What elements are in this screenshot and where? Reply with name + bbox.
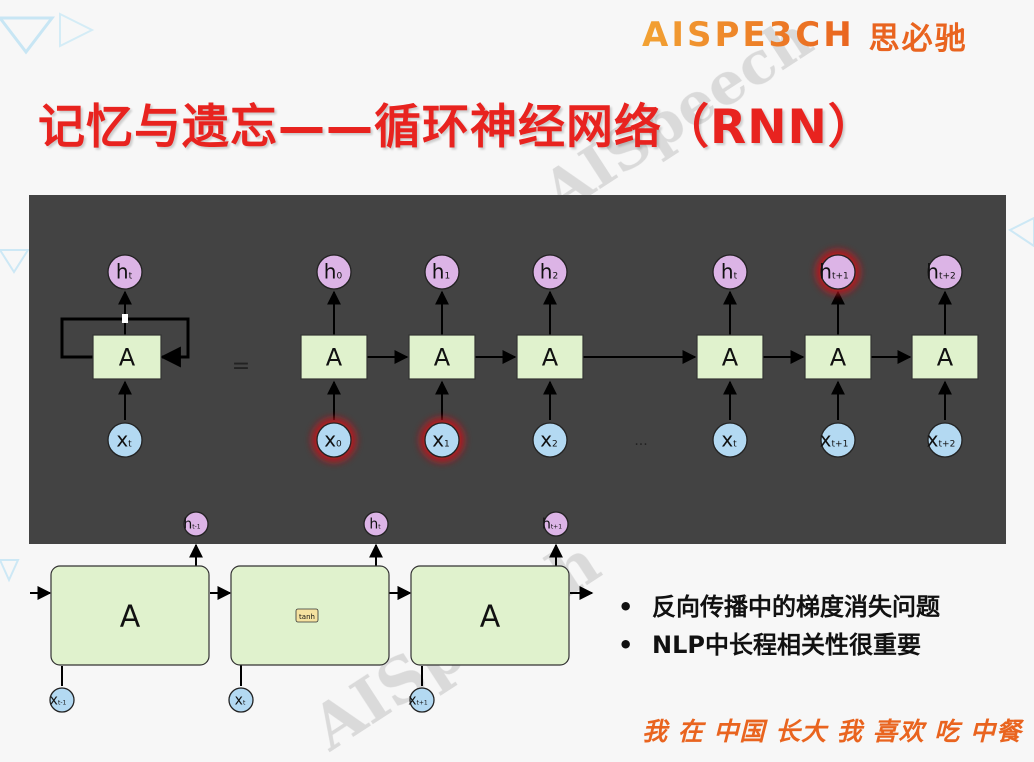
bullet-list: • 反向传播中的梯度消失问题 • NLP中长程相关性很重要 (618, 588, 940, 664)
input-node (316, 422, 352, 458)
hidden-state-node (532, 254, 568, 290)
rnn-cell (696, 334, 764, 380)
node-subscript: t (128, 439, 132, 449)
slide-title: 记忆与遗忘——循环神经网络（RNN） (38, 100, 876, 155)
node-subscript: t (733, 439, 737, 449)
node-subscript: 1 (444, 271, 450, 281)
hidden-state-node (424, 254, 460, 290)
footer-slogan: 我 在 中国 长大 我 喜欢 吃 中餐 (642, 717, 1022, 746)
hidden-state-node (712, 254, 748, 290)
cell-label: A (120, 599, 141, 634)
side-triangle-left-low (0, 559, 20, 583)
input-node-small (409, 687, 435, 713)
tanh-layer (295, 608, 319, 623)
node-label: ht (721, 259, 738, 283)
node-subscript: t+2 (939, 439, 956, 449)
cell-label: A (119, 344, 136, 372)
equals-sign: = (232, 354, 250, 379)
node-subscript: t (129, 271, 133, 281)
bullet-marker: • (618, 593, 634, 621)
rnn-cell-large (410, 565, 570, 666)
bullet-text: 反向传播中的梯度消失问题 (652, 593, 940, 621)
input-node (712, 422, 748, 458)
hidden-state-node-small (183, 511, 209, 537)
rnn-cell (408, 334, 476, 380)
rnn-cell (911, 334, 979, 380)
tanh-label: tanh (299, 613, 315, 621)
cell-label: A (830, 344, 847, 372)
bullet-text: NLP中长程相关性很重要 (652, 631, 921, 659)
hidden-state-node (316, 254, 352, 290)
node-label: ht (116, 259, 133, 283)
rnn-cell-large (50, 565, 210, 666)
input-node (107, 422, 143, 458)
rnn-cell (300, 334, 368, 380)
bullet-marker: • (618, 631, 634, 659)
node-subscript: t+1 (832, 439, 849, 449)
input-node (424, 422, 460, 458)
node-subscript: t+2 (939, 271, 956, 281)
node-subscript: t-1 (192, 523, 201, 530)
node-subscript: t+1 (551, 523, 562, 530)
cell-label: A (937, 344, 954, 372)
bullet-item: • 反向传播中的梯度消失问题 (618, 588, 940, 626)
node-subscript: 1 (444, 439, 450, 449)
cell-label: A (542, 344, 559, 372)
corner-triangle-top-left (0, 16, 56, 55)
hidden-state-node (927, 254, 963, 290)
bullet-item: • NLP中长程相关性很重要 (618, 626, 940, 664)
rnn-cell (804, 334, 872, 380)
node-subscript: 0 (336, 439, 342, 449)
input-node-small (49, 687, 75, 713)
diagram-shapes: Ahtxt=Ah0x0Ah1x1Ah2x2AhtxtAht+1xt+1Aht+2… (49, 250, 979, 713)
node-subscript: t (243, 699, 246, 706)
hidden-state-node-small (543, 511, 569, 537)
node-subscript: t-1 (58, 699, 67, 706)
node-subscript: 2 (552, 439, 558, 449)
node-label: xt (235, 692, 246, 708)
cell-label: A (480, 599, 501, 634)
loop-delay-marker (122, 314, 128, 323)
node-subscript: t+1 (417, 699, 428, 706)
input-node-small (228, 687, 254, 713)
hidden-state-node (820, 254, 856, 290)
node-subscript: 0 (336, 271, 342, 281)
input-node (532, 422, 568, 458)
hidden-state-node (107, 254, 143, 290)
node-subscript: t+1 (832, 271, 849, 281)
corner-triangle-small (59, 12, 95, 48)
node-subscript: 2 (552, 271, 558, 281)
side-triangle-left (0, 249, 30, 274)
cell-label: A (326, 344, 343, 372)
ellipsis: ... (634, 433, 647, 449)
rnn-cell (92, 334, 162, 380)
brand-logo: AISPE3CH 思必驰 (642, 10, 968, 60)
cell-label: A (434, 344, 451, 372)
brand-logo-chinese: 思必驰 (868, 20, 968, 57)
cell-label: A (722, 344, 739, 372)
node-subscript: t (734, 271, 738, 281)
side-triangle-right (1008, 216, 1034, 248)
input-node (927, 422, 963, 458)
brand-logo-english: AISPE3CH (642, 15, 855, 55)
node-label: ht (369, 516, 381, 532)
input-node (820, 422, 856, 458)
hidden-state-node-small (363, 511, 389, 537)
rnn-cell (516, 334, 584, 380)
node-subscript: t (378, 523, 381, 530)
